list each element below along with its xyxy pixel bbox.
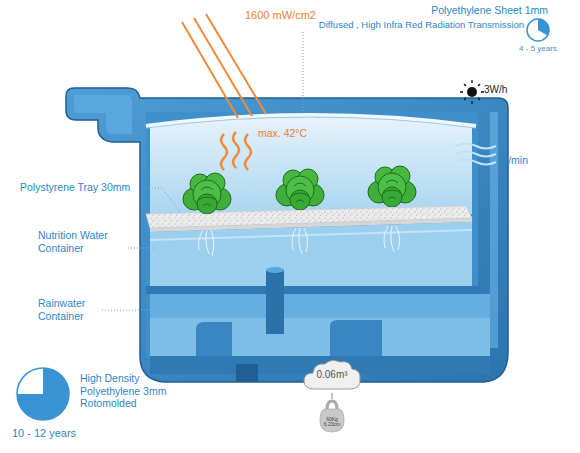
shape-text: 0.06m³ (316, 369, 347, 381)
sun-icon-rays (460, 80, 484, 104)
leader-line (102, 310, 156, 311)
leader-line (303, 32, 304, 112)
base-opening (236, 364, 258, 382)
nutrition-water (150, 222, 472, 286)
volume-cloud: 0.06m³ (300, 357, 364, 393)
weight-body (320, 409, 344, 432)
lifetime-pie (527, 19, 549, 41)
weight-handle (327, 401, 337, 409)
leader-line (146, 188, 180, 212)
part-label: Polystyrene Tray 30mm (20, 181, 130, 194)
temperature-label: max. 42°C (258, 127, 307, 140)
greenhouse-air (150, 117, 472, 220)
sun-ray (206, 14, 266, 114)
material-note: Diffused , High Infra Red Radiation Tran… (319, 19, 524, 30)
pipe-top (266, 267, 284, 273)
heat-wave (221, 134, 227, 170)
material-label: Polyethylene Sheet 1mm (431, 4, 548, 17)
material-label: High Density Polyethylene 3mm Rotomolded (80, 372, 182, 410)
lifetime-label: 10 - 12 years (4, 427, 84, 440)
leader-line (128, 248, 156, 249)
sun-ray (194, 18, 252, 116)
rainwater-chamber (150, 294, 490, 356)
cloud-shape (304, 360, 360, 389)
rainwater (150, 318, 490, 356)
lettuce-plant (276, 169, 324, 210)
airflow-line (456, 144, 496, 149)
sun-icon (467, 87, 477, 97)
container-body (66, 88, 508, 382)
lifetime-label: 4 - 5 years (516, 44, 560, 54)
lifetime-pie-wedge (538, 19, 549, 36)
lettuce-plant (368, 166, 416, 207)
lettuce-plant (183, 173, 231, 214)
airflow-line (456, 152, 496, 157)
shape-text: 6.23cm (324, 422, 340, 428)
power-label: 3W/h (484, 84, 507, 96)
plant-roots (199, 226, 400, 256)
inner-support (196, 322, 232, 356)
sun-ray (182, 22, 238, 118)
connector-line (331, 393, 332, 399)
heat-wave (233, 132, 239, 168)
airflow-label: 4l/min (500, 154, 528, 167)
part-label: Nutrition Water Container (38, 229, 128, 254)
lifetime-pie-wedge (17, 368, 69, 420)
lifetime-pie (17, 368, 69, 420)
airflow-line (456, 160, 496, 165)
container-divider (146, 286, 478, 294)
overflow-pipe (266, 270, 284, 334)
part-label: Rainwater Container (38, 297, 100, 322)
water-surface (150, 230, 472, 240)
irradiance-label: 1600 mW/cm2 (245, 9, 316, 22)
polyethylene-sheet-edge (146, 117, 476, 128)
weight-icon: 60Kg6.23cm (319, 399, 345, 433)
handle-lip (74, 95, 132, 134)
heat-wave (245, 134, 251, 170)
inner-support (330, 320, 382, 356)
tray-front (150, 218, 472, 232)
